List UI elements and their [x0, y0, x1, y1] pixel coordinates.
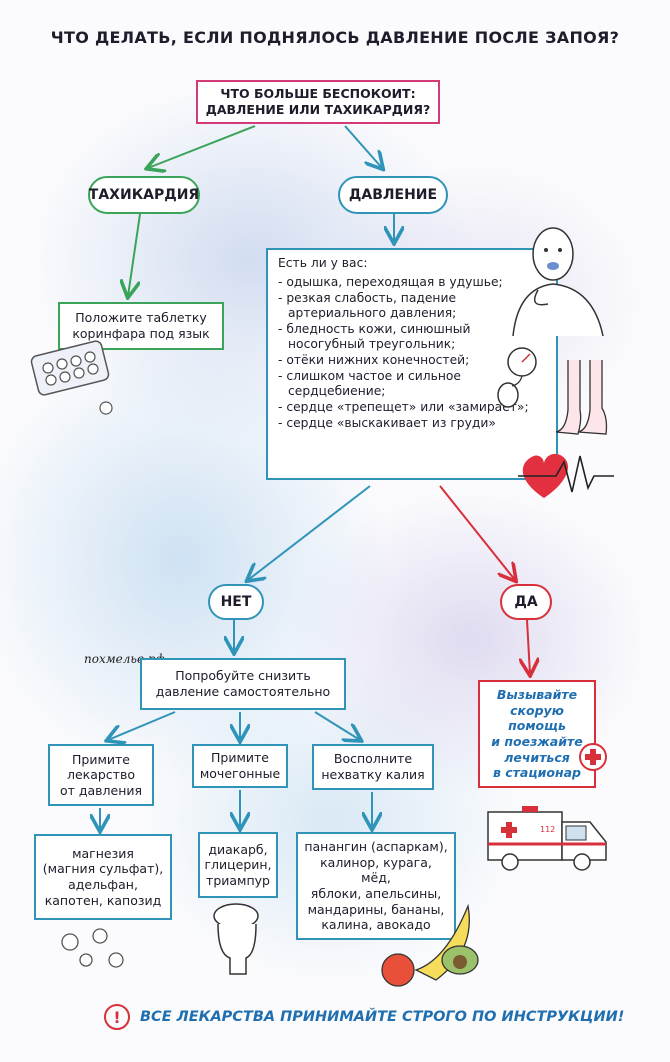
lower-pressure-line-1: Попробуйте снизить	[175, 668, 311, 684]
warning-banner: ! ВСЕ ЛЕКАРСТВА ПРИНИМАЙТЕ СТРОГО ПО ИНС…	[104, 1004, 624, 1030]
symptom-item: сердце «трепещет» или «замирает»;	[278, 400, 546, 415]
symptom-item: отёки нижних конечностей;	[278, 353, 546, 368]
fruit-icon	[381, 903, 479, 987]
yes-action-line: скорую помощь	[508, 702, 566, 734]
option-3-detail: калинор, курага, мёд,	[320, 854, 432, 886]
option-2-detail: триампур	[206, 872, 270, 888]
symptom-item: бледность кожи, синюшный носогубный треу…	[278, 322, 546, 352]
option-1-detail: магнезия	[72, 845, 134, 861]
heart-pulse-icon	[518, 453, 614, 498]
tonometer-icon	[497, 347, 537, 408]
lower-pressure-line-2: давление самостоятельно	[155, 684, 331, 699]
warning-text: ВСЕ ЛЕКАРСТВА ПРИНИМАЙТЕ СТРОГО ПО ИНСТР…	[140, 1009, 625, 1025]
tachy-action-line-1: Положите таблетку	[75, 310, 207, 326]
option-2-label: мочегонные	[199, 766, 281, 781]
option-1-label: лекарство	[66, 767, 135, 783]
symptom-item: одышка, переходящая в удушье;	[278, 275, 546, 290]
yes-action-line: Вызывайте	[496, 687, 578, 703]
yes-action-line: лечиться	[504, 749, 570, 765]
option-2-label: Примите	[211, 750, 269, 766]
tachy-action-line-2: коринфара под язык	[72, 326, 210, 341]
option-1-detail: капотен, капозид	[44, 892, 162, 908]
option-1-label: Примите	[72, 751, 130, 767]
page-title: ЧТО ДЕЛАТЬ, ЕСЛИ ПОДНЯЛОСЬ ДАВЛЕНИЕ ПОСЛ…	[50, 28, 620, 47]
medical-cross-icon	[579, 743, 607, 771]
option-3-detail: калина, авокадо	[321, 917, 431, 933]
option-1-detail: адельфан,	[68, 877, 138, 892]
option-2-detail: глицерин,	[204, 857, 272, 873]
option-3-detail-box: панангин (аспаркам),калинор, курага, мёд…	[296, 832, 456, 940]
answer-no-node: НЕТ	[208, 584, 264, 620]
symptoms-list: одышка, переходящая в удушье; резкая сла…	[278, 275, 546, 431]
ambulance-number: 112	[540, 825, 555, 834]
pills-icon	[61, 928, 124, 968]
option-1-detail-box: магнезия(магния сульфат),адельфан,капоте…	[34, 834, 172, 920]
person-choking-icon	[512, 227, 604, 337]
tachycardia-node: ТАХИКАРДИЯ	[88, 176, 200, 214]
symptom-item: резкая слабость, падение артериального д…	[278, 291, 546, 321]
question-box: ЧТО БОЛЬШЕ БЕСПОКОИТ:ДАВЛЕНИЕ ИЛИ ТАХИКА…	[196, 80, 440, 124]
option-3-detail: панангин (аспаркам),	[304, 839, 448, 855]
option-3-detail: яблоки, апельсины,	[310, 886, 442, 901]
ambulance-icon: 112	[487, 806, 607, 871]
toilet-icon	[213, 903, 259, 975]
option-2-detail-box: диакарб,глицерин,триампур	[198, 832, 278, 898]
option-1-label: от давления	[59, 782, 143, 798]
option-3-detail: мандарины, бананы,	[307, 901, 445, 917]
exclamation-icon: !	[104, 1004, 130, 1030]
call-ambulance-box: Вызывайте скорую помощь и поезжайте лечи…	[478, 680, 596, 788]
option-3-label: Восполните	[333, 751, 413, 767]
option-3-label: нехватку калия	[321, 767, 425, 782]
yes-action-line: в стационар	[493, 765, 581, 781]
pill-blister-icon	[30, 340, 113, 415]
option-2-detail: диакарб,	[208, 841, 268, 857]
yes-action-line: и поезжайте	[491, 734, 583, 749]
swollen-feet-icon	[555, 360, 608, 435]
option-1-detail: (магния сульфат),	[42, 861, 164, 877]
answer-yes-node: ДА	[500, 584, 552, 620]
pressure-node: ДАВЛЕНИЕ	[338, 176, 448, 214]
symptoms-heading: Есть ли у вас:	[278, 256, 368, 270]
question-line-1: ЧТО БОЛЬШЕ БЕСПОКОИТ:	[220, 86, 416, 102]
symptom-item: слишком частое и сильное сердцебиение;	[278, 369, 546, 399]
symptom-item: сердце «выскакивает из груди»	[278, 416, 546, 431]
question-line-2: ДАВЛЕНИЕ ИЛИ ТАХИКАРДИЯ?	[205, 102, 431, 117]
